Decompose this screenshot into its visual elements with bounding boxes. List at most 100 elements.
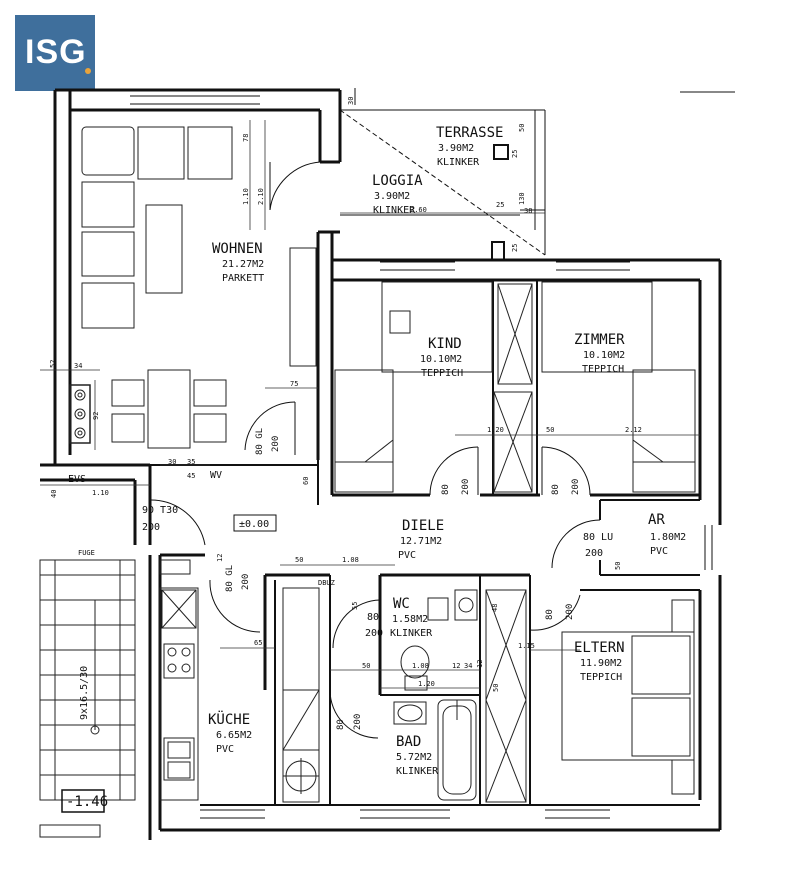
room-terrasse: TERRASSE 3.90M2 KLINKER bbox=[436, 125, 503, 168]
room-area: 3.90M2 bbox=[374, 191, 410, 202]
room-area: 21.27M2 bbox=[222, 259, 264, 270]
dim-label: 2.12 bbox=[625, 426, 642, 434]
dim-label: 12 bbox=[476, 660, 484, 668]
room-area: 12.71M2 bbox=[400, 536, 442, 547]
bedroom-furniture bbox=[334, 281, 696, 493]
door-zimmer-width: 80 bbox=[551, 484, 561, 495]
dim-label: 92 bbox=[92, 412, 100, 420]
dim-label: 50 bbox=[492, 684, 500, 692]
door-zimmer-height: 200 bbox=[571, 479, 581, 495]
dim-label: 1.08 bbox=[342, 556, 359, 564]
dim-label: 38 bbox=[524, 207, 532, 215]
stair-note: FUGE bbox=[78, 549, 95, 557]
room-name: TERRASSE bbox=[436, 125, 503, 141]
room-labels: TERRASSE 3.90M2 KLINKER LOGGIA 3.90M2 KL… bbox=[208, 125, 686, 777]
dim-label: 75 bbox=[290, 380, 298, 388]
room-wohnen: WOHNEN 21.27M2 PARKETT bbox=[212, 241, 264, 284]
living-furniture bbox=[69, 126, 317, 449]
stair-level: -1.46 bbox=[66, 794, 108, 810]
dim-label: 25 bbox=[511, 244, 519, 252]
terrace-outline bbox=[339, 88, 735, 261]
eltern-furniture bbox=[561, 599, 695, 795]
room-floor: PVC bbox=[398, 550, 416, 561]
room-floor: KLINKER bbox=[373, 205, 416, 216]
dim-label: 1.10 bbox=[92, 489, 109, 497]
door-eltern-width: 80 bbox=[545, 609, 555, 620]
door-bad-height: 200 bbox=[353, 714, 363, 730]
dim-label: 1.08 bbox=[412, 662, 429, 670]
door-eltern-height: 200 bbox=[565, 604, 575, 620]
dim-label: 50 bbox=[546, 426, 554, 434]
room-floor: KLINKER bbox=[437, 157, 480, 168]
room-floor: TEPPICH bbox=[421, 368, 463, 379]
dim-label: 40 bbox=[50, 490, 58, 498]
dim-label: 50 bbox=[518, 124, 526, 132]
annotations: ±0.00 -1.46 9x16.5/30 FUGE EVS WV DBUZ bbox=[66, 470, 335, 810]
room-zimmer: ZIMMER 10.10M2 TEPPICH bbox=[574, 332, 625, 375]
room-floor: TEPPICH bbox=[580, 672, 622, 683]
dim-label: 2.10 bbox=[257, 188, 265, 205]
room-area: 6.65M2 bbox=[216, 730, 252, 741]
dim-label: 65 bbox=[254, 639, 262, 647]
door-wohnen-height: 200 bbox=[271, 436, 281, 452]
room-name: WC bbox=[393, 596, 410, 612]
logo-dot bbox=[85, 68, 91, 74]
dim-label: 1.20 bbox=[487, 426, 504, 434]
room-floor: PVC bbox=[216, 744, 234, 755]
door-ar-width: 80 LU bbox=[583, 532, 613, 543]
room-floor: KLINKER bbox=[396, 766, 439, 777]
door-kuche-height: 200 bbox=[241, 574, 251, 590]
room-floor: PARKETT bbox=[222, 273, 264, 284]
room-area: 1.80M2 bbox=[650, 532, 686, 543]
room-wc: WC 1.58M2 KLINKER bbox=[390, 596, 433, 639]
kitchen-fixtures bbox=[159, 559, 320, 803]
wv-label: WV bbox=[210, 470, 222, 481]
door-entry-width: 90 T30 bbox=[142, 505, 178, 516]
door-wohnen-width: 80 GL bbox=[255, 428, 265, 455]
dim-label: 48 bbox=[491, 604, 499, 612]
room-area: 10.10M2 bbox=[583, 350, 625, 361]
room-diele: DIELE 12.71M2 PVC bbox=[398, 518, 444, 561]
room-name: DIELE bbox=[402, 518, 444, 534]
room-area: 10.10M2 bbox=[420, 354, 462, 365]
dim-label: 1.10 bbox=[242, 188, 250, 205]
room-kind: KIND 10.10M2 TEPPICH bbox=[420, 336, 463, 379]
dim-label: 130 bbox=[518, 192, 526, 205]
dim-label: 50 bbox=[295, 556, 303, 564]
room-area: 5.72M2 bbox=[396, 752, 432, 763]
door-kind-height: 200 bbox=[461, 479, 471, 495]
level-marker: ±0.00 bbox=[239, 519, 269, 530]
dim-label: 60 bbox=[302, 477, 310, 485]
room-name: KIND bbox=[428, 336, 462, 352]
dim-label: 12 bbox=[216, 554, 224, 562]
door-labels: 80 GL 200 80 200 80 200 90 T30 200 80 LU… bbox=[142, 428, 613, 730]
dim-label: 52 bbox=[49, 360, 57, 368]
door-swings bbox=[149, 161, 601, 739]
dim-label: 2.60 bbox=[410, 206, 427, 214]
dim-label: 35 bbox=[187, 458, 195, 466]
dim-label: 12 bbox=[452, 662, 460, 670]
room-bad: BAD 5.72M2 KLINKER bbox=[396, 734, 439, 777]
room-loggia: LOGGIA 3.90M2 KLINKER bbox=[372, 173, 423, 216]
room-name: LOGGIA bbox=[372, 173, 423, 189]
door-ar-height: 200 bbox=[585, 548, 603, 559]
bath-fixtures bbox=[393, 589, 527, 803]
room-name: KÜCHE bbox=[208, 710, 250, 728]
dim-label: 30 bbox=[347, 97, 355, 105]
dbuz-label: DBUZ bbox=[318, 579, 335, 587]
room-name: BAD bbox=[396, 734, 421, 750]
dim-label: 1.20 bbox=[418, 680, 435, 688]
door-wc-width: 80 bbox=[367, 612, 379, 623]
room-floor: TEPPICH bbox=[582, 364, 624, 375]
company-logo: ISG bbox=[15, 15, 95, 91]
room-name: AR bbox=[648, 512, 665, 528]
evs-label: EVS bbox=[68, 474, 86, 485]
dim-label: 50 bbox=[362, 662, 370, 670]
room-name: WOHNEN bbox=[212, 241, 263, 257]
windows bbox=[200, 261, 713, 819]
stairs bbox=[39, 559, 136, 838]
door-kind-width: 80 bbox=[441, 484, 451, 495]
dim-label: 55 bbox=[351, 602, 359, 610]
room-floor: KLINKER bbox=[390, 628, 433, 639]
dim-label: 34 bbox=[464, 662, 472, 670]
